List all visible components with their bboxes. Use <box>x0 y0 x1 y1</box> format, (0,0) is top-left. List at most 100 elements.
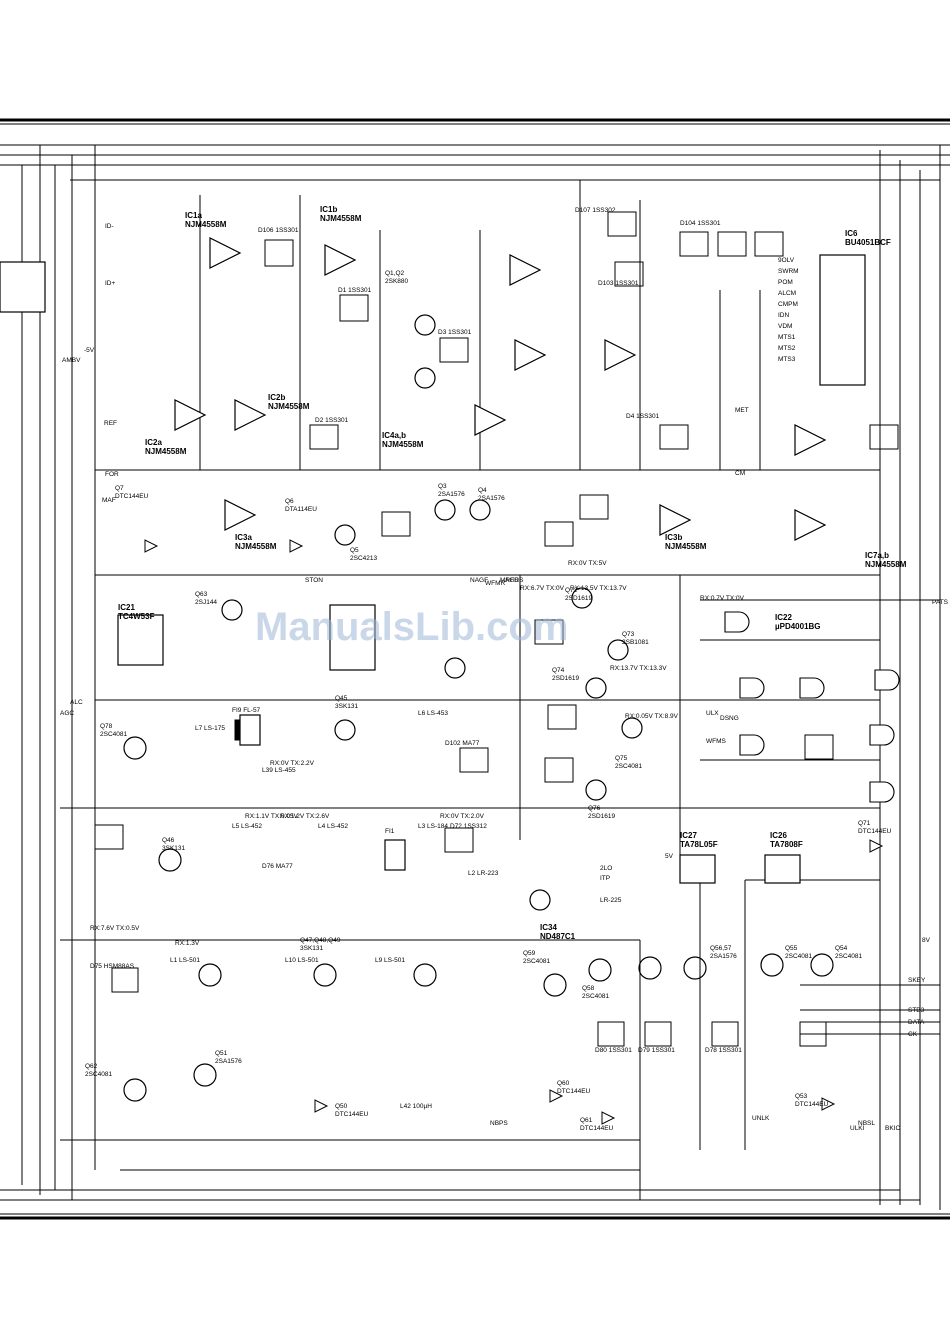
buffer-symbols <box>144 539 884 1125</box>
ic-part: µPD4001BG <box>775 622 821 631</box>
ic-part: TC4W53F <box>118 612 155 621</box>
voltage-annotation: RX:13.5V TX:13.7V <box>570 585 627 592</box>
transistor-ref: Q47,Q48,Q49 <box>300 937 341 944</box>
transistor-ref: Q60 <box>557 1080 570 1087</box>
coil-label: L6 LS-453 <box>418 710 448 717</box>
diode-label: D79 1SS301 <box>638 1047 675 1054</box>
ic6-pin: POM <box>778 279 793 286</box>
net-label: WFMR <box>485 580 506 587</box>
transistor-ref: Q61 <box>580 1117 593 1124</box>
ic-part: NJM4558M <box>235 542 277 551</box>
coil-label: L9 LS-501 <box>375 957 405 964</box>
net-label: 8V <box>922 937 931 944</box>
frame <box>0 118 950 1220</box>
diode-label: D103 1SS301 <box>598 280 639 287</box>
diode-label: D107 1SS302 <box>575 207 616 214</box>
transistor-part: DTC144EU <box>858 828 892 835</box>
ic-ref: IC2b <box>268 393 285 402</box>
ic-part: ND487C1 <box>540 932 576 941</box>
transistor-ref: Q71 <box>858 820 871 827</box>
transistor-part: 2SC4081 <box>85 1071 112 1078</box>
voltage-annotation: RX:0V TX:2.0V <box>440 813 485 820</box>
net-label: WFMS <box>706 738 727 745</box>
labels: IC1aNJM4558MIC1bNJM4558MIC2aNJM4558MIC2b… <box>60 205 949 1132</box>
transistor-part: 2SA1576 <box>478 495 505 502</box>
transistor-ref: Q53 <box>795 1093 808 1100</box>
transistor-ref: Q6 <box>285 498 294 505</box>
net-label: MAF <box>102 497 116 504</box>
ic-ref: IC2a <box>145 438 162 447</box>
transistor-part: 2SD1619 <box>552 675 579 682</box>
voltage-annotation: RX:1.2V TX:2.6V <box>280 813 330 820</box>
transistor-part: 2SC4081 <box>100 731 127 738</box>
filter-ref: FI1 <box>385 828 395 835</box>
net-label: AGRS <box>505 577 524 584</box>
net-label: UNLK <box>752 1115 770 1122</box>
net-label: MET <box>735 407 749 414</box>
net-label: FOR <box>105 471 119 478</box>
ic-ref: IC6 <box>845 229 858 238</box>
ic-ref: IC26 <box>770 831 787 840</box>
coil-label: LR-225 <box>600 897 622 904</box>
net-label: STON <box>305 577 323 584</box>
ic6-pin: SWRM <box>778 268 799 275</box>
net-label: ITP <box>600 875 610 882</box>
ic-ref: IC22 <box>775 613 792 622</box>
transistor-part: 2SB1081 <box>622 639 649 646</box>
transistor-part: DTC144EU <box>115 493 149 500</box>
transistor-part: 2SC4081 <box>615 763 642 770</box>
ic-part: TA7808F <box>770 840 803 849</box>
voltage-annotation: RX:1.1V TX:0.05V <box>245 813 299 820</box>
ic6-pin: IDN <box>778 312 790 319</box>
transistor-part: DTC144EU <box>557 1088 591 1095</box>
ic-ref: IC3a <box>235 533 252 542</box>
transistor-ref: Q63 <box>195 591 208 598</box>
transistor-part: 2SA1576 <box>438 491 465 498</box>
ic6-pin: ALCM <box>778 290 796 297</box>
transistor-ref: Q5 <box>350 547 359 554</box>
transistor-part: 2SA1576 <box>215 1058 242 1065</box>
ic-part: NJM4558M <box>145 447 187 456</box>
coil-label: L7 LS-175 <box>195 725 225 732</box>
diode-label: D76 MA77 <box>262 863 293 870</box>
net-label: AMBV <box>62 357 81 364</box>
transistor-part: 2SD1619 <box>588 813 615 820</box>
net-label: CM <box>735 470 745 477</box>
transistor-ref: Q62 <box>85 1063 98 1070</box>
diode-label: D102 MA77 <box>445 740 480 747</box>
coil-label: L1 LS-501 <box>170 957 200 964</box>
net-label: -5V <box>84 347 95 354</box>
voltage-annotation: RX:7.6V TX:0.5V <box>90 925 140 932</box>
ic-ref: IC4a,b <box>382 431 406 440</box>
ic-part: NJM4558M <box>865 560 907 569</box>
transistor-part: DTC144EU <box>795 1101 829 1108</box>
ic-part: NJM4558M <box>268 402 310 411</box>
transistor-ref: Q7 <box>115 485 124 492</box>
diode-label: D4 1SS301 <box>626 413 660 420</box>
transistor-ref: Q74 <box>552 667 565 674</box>
transistor-ref: Q51 <box>215 1050 228 1057</box>
coil-label: L39 LS-455 <box>262 767 296 774</box>
voltage-annotation: RX:0V TX:5V <box>568 560 607 567</box>
net-label: NBPS <box>490 1120 508 1127</box>
net-label: SKEY <box>908 977 926 984</box>
transistor-ref: Q56,57 <box>710 945 732 952</box>
transistor-part: DTC144EU <box>335 1111 369 1118</box>
ic6-pin: MTS3 <box>778 356 796 363</box>
net-label: 2LO <box>600 865 612 872</box>
watermark: ManualsLib.com <box>255 605 568 649</box>
net-label: DATA <box>908 1019 925 1026</box>
ic-ref: IC27 <box>680 831 697 840</box>
diode-label: D80 1SS301 <box>595 1047 632 1054</box>
transistor-part: 2SC4081 <box>785 953 812 960</box>
transistor-ref: Q55 <box>785 945 798 952</box>
transistor-part: 2SD1619 <box>565 595 592 602</box>
logic-gates <box>724 611 900 803</box>
transistor-ref: Q73 <box>622 631 635 638</box>
net-label: ID+ <box>105 280 116 287</box>
coil-label: L4 LS-452 <box>318 823 348 830</box>
ic-ref: IC1b <box>320 205 337 214</box>
net-label: DSNG <box>720 715 739 722</box>
voltage-annotation: RX:0.05V TX:8.9V <box>625 713 679 720</box>
